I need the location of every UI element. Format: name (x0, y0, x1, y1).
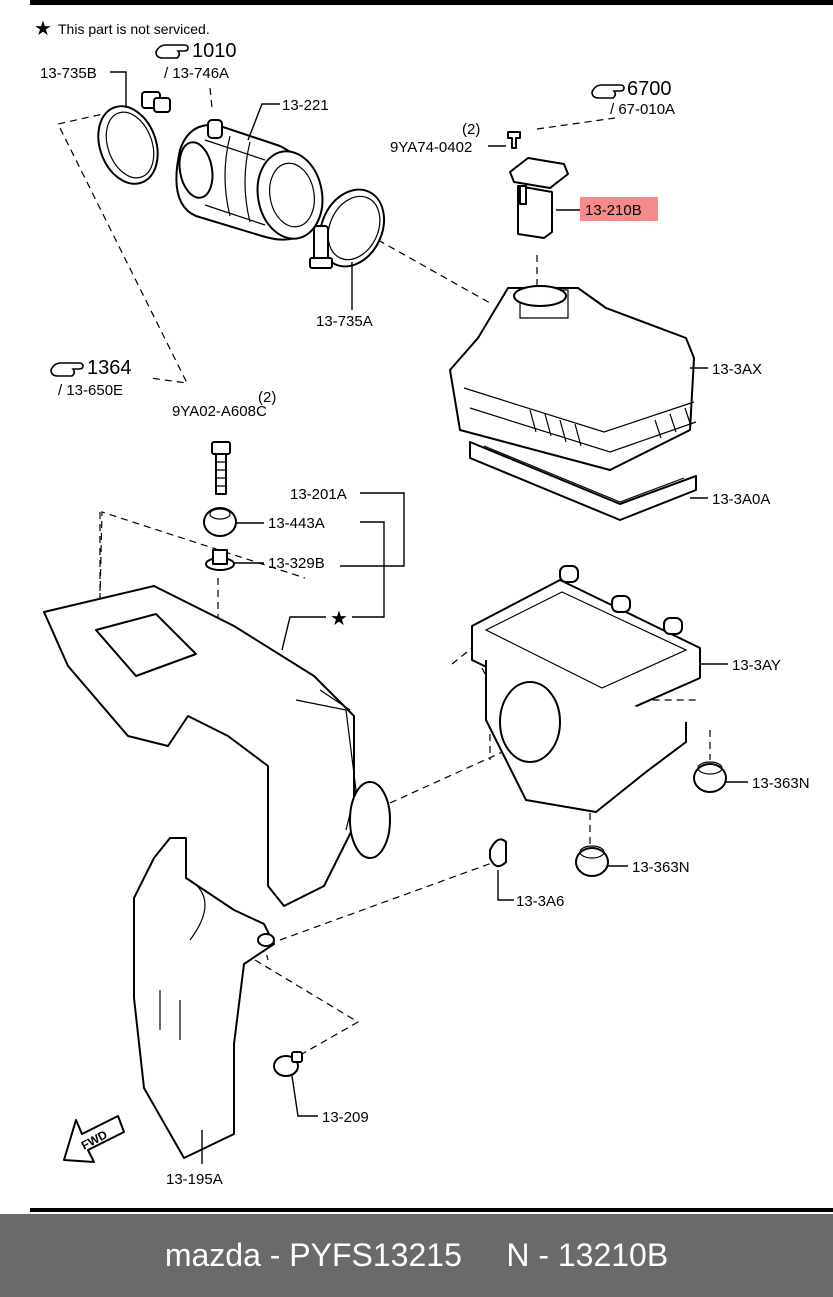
footer-gap (462, 1237, 506, 1274)
footer-ref-number: N - 13210B (506, 1237, 669, 1273)
pointing-hand-icon (50, 362, 84, 377)
airflow-sensor[interactable] (507, 131, 569, 239)
label-screw[interactable]: 9YA74-0402 (390, 139, 472, 156)
label-cover[interactable]: 13-3AX (712, 361, 762, 378)
label-collar[interactable]: 13-329B (268, 555, 325, 572)
clamp-lower[interactable] (308, 179, 396, 277)
fwd-arrow: FWD (63, 1115, 125, 1163)
label-hose[interactable]: 13-221 (282, 97, 329, 114)
section-ref-6700[interactable]: 6700 / 67-010A (591, 78, 675, 118)
label-mount-lower[interactable]: 13-363N (632, 859, 690, 876)
footer-separator: - (260, 1237, 290, 1273)
section-ref-1010[interactable]: 1010 / 13-746A (155, 40, 237, 82)
lower-duct[interactable] (133, 837, 275, 1159)
cleaner-case[interactable] (471, 565, 701, 813)
pointing-hand-icon (591, 84, 625, 99)
note-star-icon: ★ (34, 18, 52, 40)
label-fastener[interactable]: 13-209 (322, 1109, 369, 1126)
clamp-upper[interactable] (88, 91, 171, 192)
section-ref-sub: / 13-746A (164, 65, 229, 82)
label-lower-duct[interactable]: 13-195A (166, 1171, 223, 1188)
section-ref-sub: / 13-650E (58, 382, 123, 399)
label-clamp-upper[interactable]: 13-735B (40, 65, 97, 82)
label-sensor[interactable]: 13-210B (585, 202, 642, 219)
label-filter[interactable]: 13-3A0A (712, 491, 770, 508)
upper-duct[interactable] (43, 585, 391, 907)
bottom-border (30, 1208, 833, 1212)
section-ref-number: 1364 (87, 357, 132, 379)
note-text: This part is not serviced. (58, 21, 210, 37)
cleaner-cover[interactable] (449, 285, 697, 471)
footer-part-number: PYFS13215 (289, 1237, 462, 1273)
label-clamp-lower[interactable]: 13-735A (316, 313, 373, 330)
section-ref-1364[interactable]: 1364 / 13-650E (50, 357, 132, 399)
air-filter[interactable] (469, 441, 697, 521)
label-bolt-qty: (2) (258, 389, 276, 406)
footer-brand: mazda (164, 1237, 261, 1273)
top-border (30, 0, 833, 5)
fastener[interactable] (273, 1051, 303, 1077)
intake-hose[interactable] (175, 119, 329, 244)
parts-diagram: ★ This part is not serviced. 1010 / 13-7… (30, 0, 833, 1212)
clip[interactable] (489, 838, 507, 868)
star-icon: ★ (330, 608, 348, 630)
footer-bar: mazda - PYFS13215 N - 13210B (0, 1214, 833, 1297)
label-case[interactable]: 13-3AY (732, 657, 781, 674)
section-ref-sub: / 67-010A (610, 101, 675, 118)
label-duct-assy[interactable]: 13-201A (290, 486, 347, 503)
rubber-mount-lower[interactable] (575, 845, 609, 877)
insulator[interactable] (203, 507, 237, 537)
label-insulator[interactable]: 13-443A (268, 515, 325, 532)
leader-lines (110, 71, 748, 1164)
label-screw-qty: (2) (462, 121, 480, 138)
label-mount-upper[interactable]: 13-363N (752, 775, 810, 792)
rubber-mount-upper[interactable] (693, 761, 727, 793)
highlight-box (580, 197, 658, 221)
section-ref-number: 6700 (627, 78, 672, 100)
label-bolt[interactable]: 9YA02-A608C (172, 403, 267, 420)
label-clip[interactable]: 13-3A6 (516, 893, 564, 910)
collar[interactable] (205, 549, 235, 571)
pointing-hand-icon (155, 44, 189, 59)
section-ref-number: 1010 (192, 40, 237, 62)
bolt[interactable] (211, 441, 231, 495)
